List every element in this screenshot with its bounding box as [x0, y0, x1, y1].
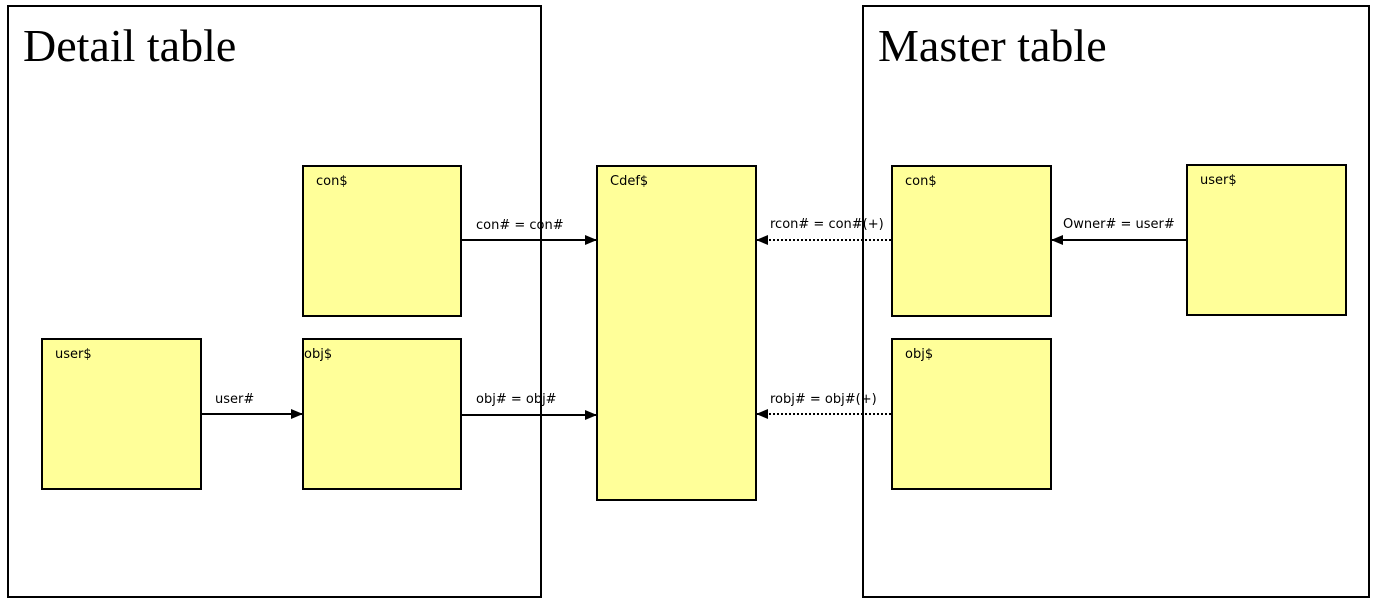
master-con-box: con$ [891, 165, 1052, 317]
detail-user-box: user$ [41, 338, 202, 490]
detail-table-title: Detail table [23, 20, 237, 71]
master-con-label: con$ [905, 174, 937, 189]
cdef-box: Cdef$ [596, 165, 757, 501]
master-obj-box: obj$ [891, 338, 1052, 490]
master-user-label: user$ [1200, 173, 1237, 188]
edge-label-master-user-to-con: Owner# = user# [1063, 217, 1175, 232]
detail-obj-box: obj$ [302, 338, 462, 490]
edge-label-master-obj-to-cdef: robj# = obj#(+) [770, 392, 877, 407]
master-obj-label: obj$ [905, 347, 934, 362]
master-user-box: user$ [1186, 164, 1347, 316]
cdef-label: Cdef$ [610, 174, 649, 189]
edge-label-detail-user-to-obj: user# [215, 392, 255, 407]
detail-obj-label: obj$ [304, 347, 333, 362]
detail-user-label: user$ [55, 347, 92, 362]
edge-label-master-con-to-cdef: rcon# = con#(+) [770, 217, 884, 232]
edge-label-detail-con-to-cdef: con# = con# [476, 218, 564, 233]
detail-con-box: con$ [302, 165, 462, 317]
edge-label-detail-obj-to-cdef: obj# = obj# [476, 392, 557, 407]
detail-con-label: con$ [316, 174, 348, 189]
master-table-title: Master table [878, 20, 1107, 71]
